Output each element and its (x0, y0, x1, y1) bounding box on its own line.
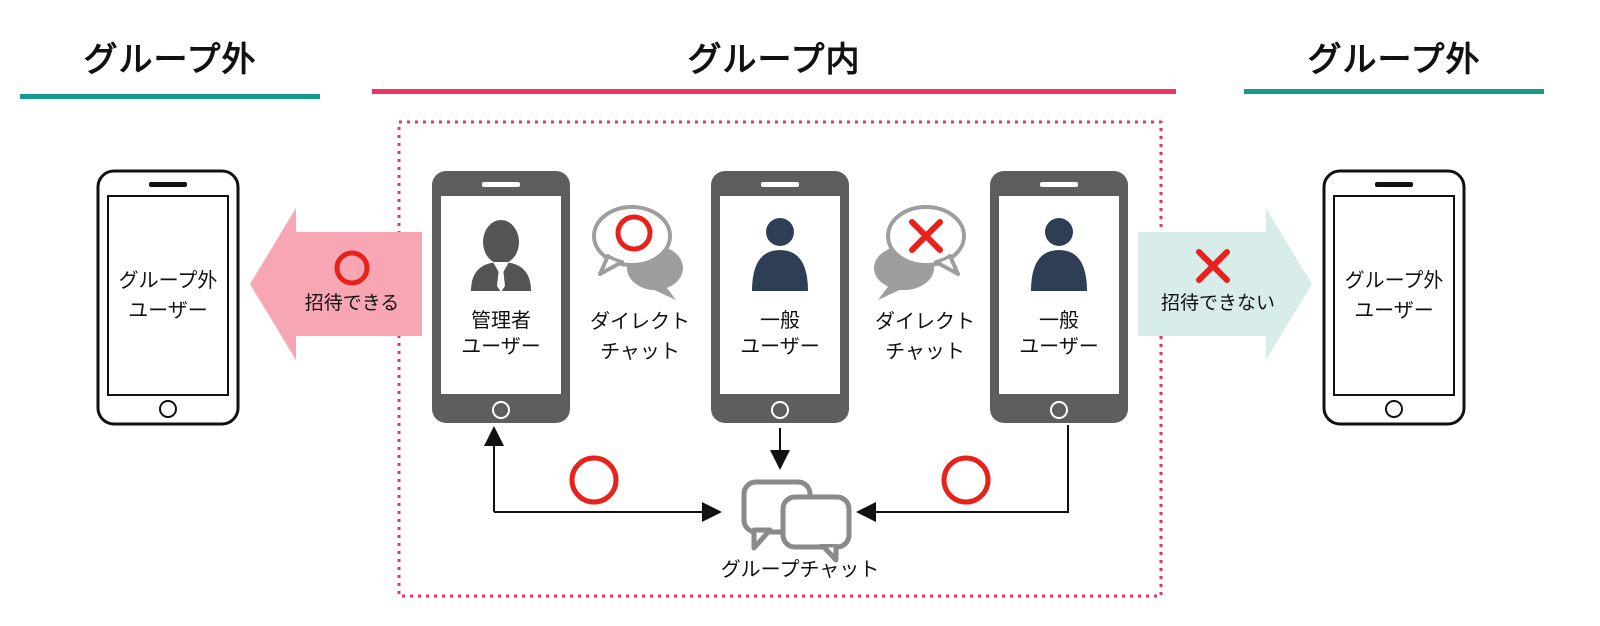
center-heading-underline (372, 89, 1176, 94)
outside-left-user-line2: ユーザー (128, 298, 208, 322)
group-chat-general-circle-mark-icon (941, 455, 991, 505)
direct-chat-2-label: ダイレクト チャット (865, 306, 985, 366)
direct-chat-2-line2: チャット (885, 339, 965, 363)
general-2-group-chat-connector-arrow-icon (856, 425, 1069, 522)
admin-user-line2: ユーザー (461, 334, 541, 358)
admin-group-chat-connector-arrow-icon (484, 426, 722, 522)
direct-chat-2-bubble-icon (874, 205, 966, 300)
admin-phone-icon (432, 171, 570, 423)
outside-right-user-line1: グループ外 (1344, 268, 1444, 292)
group-chat-admin-circle-mark-icon (569, 455, 619, 505)
right-heading-underline (1244, 89, 1544, 94)
direct-chat-2-cross-mark-icon (909, 219, 943, 253)
admin-user-label: 管理者 ユーザー (441, 307, 561, 359)
outside-left-phone-icon (96, 169, 240, 426)
group-boundary (397, 120, 1163, 598)
invite-ok-circle-mark-icon (334, 250, 370, 286)
invite-ok-arrow-icon (250, 208, 422, 360)
direct-chat-1-bubble-icon (592, 205, 683, 300)
outside-left-user-line1: グループ外 (118, 268, 218, 292)
general-user-1-line1: 一般 (760, 308, 800, 332)
outside-right-user-line2: ユーザー (1354, 298, 1434, 322)
center-heading: グループ内 (687, 40, 861, 80)
general-user-2-line2: ユーザー (1019, 334, 1099, 358)
direct-chat-1-circle-mark-icon (615, 214, 653, 252)
general-phone-1-icon (711, 171, 849, 423)
direct-chat-1-line1: ダイレクト (590, 309, 690, 333)
left-heading: グループ外 (83, 40, 257, 80)
group-chat-icon (741, 479, 852, 563)
direct-chat-1-line2: チャット (600, 339, 680, 363)
group-chat-label: グループチャット (720, 557, 880, 581)
general-user-2-line1: 一般 (1039, 308, 1079, 332)
invite-ng-cross-mark-icon (1196, 249, 1230, 283)
invite-ng-label: 招待できない (1160, 292, 1275, 314)
admin-user-line1: 管理者 (471, 308, 531, 332)
outside-right-phone-icon (1322, 169, 1466, 426)
outside-left-user-label: グループ外 ユーザー (108, 267, 228, 323)
general-user-1-line2: ユーザー (740, 334, 820, 358)
invite-ng-arrow-icon (1138, 208, 1312, 360)
direct-chat-1-label: ダイレクト チャット (580, 306, 700, 366)
right-heading: グループ外 (1307, 40, 1481, 80)
general-phone-2-icon (990, 171, 1128, 423)
user-avatar-1-icon (752, 218, 808, 291)
user-avatar-2-icon (1031, 218, 1087, 291)
admin-avatar-icon (471, 220, 531, 292)
outside-right-user-label: グループ外 ユーザー (1334, 267, 1454, 323)
direct-chat-2-line1: ダイレクト (875, 309, 975, 333)
general-user-2-label: 一般 ユーザー (999, 307, 1119, 359)
invite-ok-label: 招待できる (304, 292, 400, 314)
general-user-1-label: 一般 ユーザー (720, 307, 840, 359)
left-heading-underline (20, 94, 320, 99)
